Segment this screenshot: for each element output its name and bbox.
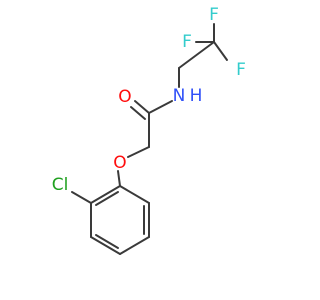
bonds [71, 23, 228, 255]
bond-ring-cl [71, 191, 92, 204]
ring-inner-bond-3 [95, 191, 119, 206]
ring-bond-6 [90, 185, 121, 204]
atom-chlorine: Cl [52, 175, 69, 195]
atom-labels: F F F O N H O Cl [52, 5, 246, 195]
ring-bond-4 [90, 236, 121, 255]
atom-fluorine-3: F [236, 60, 246, 80]
bond-o-ring [117, 170, 121, 187]
atom-hydrogen-amide: H [190, 86, 203, 106]
bond-carbonyl-o-1 [134, 100, 150, 114]
bond-cf3-f3 [213, 41, 228, 61]
bond-carbonyl-o-2 [130, 106, 146, 120]
molecule-structure: F F F O N H O Cl [52, 5, 246, 255]
atom-fluorine-2: F [209, 5, 219, 25]
atom-oxygen-ether: O [113, 153, 126, 173]
atom-oxygen-carbonyl: O [118, 87, 131, 107]
ring-bond-1 [119, 185, 150, 204]
ring-inner-bond-2 [95, 234, 119, 249]
atom-fluorine-1: F [182, 32, 192, 52]
bond-ch2-o [127, 146, 150, 158]
atom-nitrogen-amide: N [173, 86, 186, 106]
bond-n-carbonyl [148, 100, 173, 114]
bond-cf3-ch2 [178, 41, 215, 69]
ring-bond-3 [119, 236, 150, 255]
